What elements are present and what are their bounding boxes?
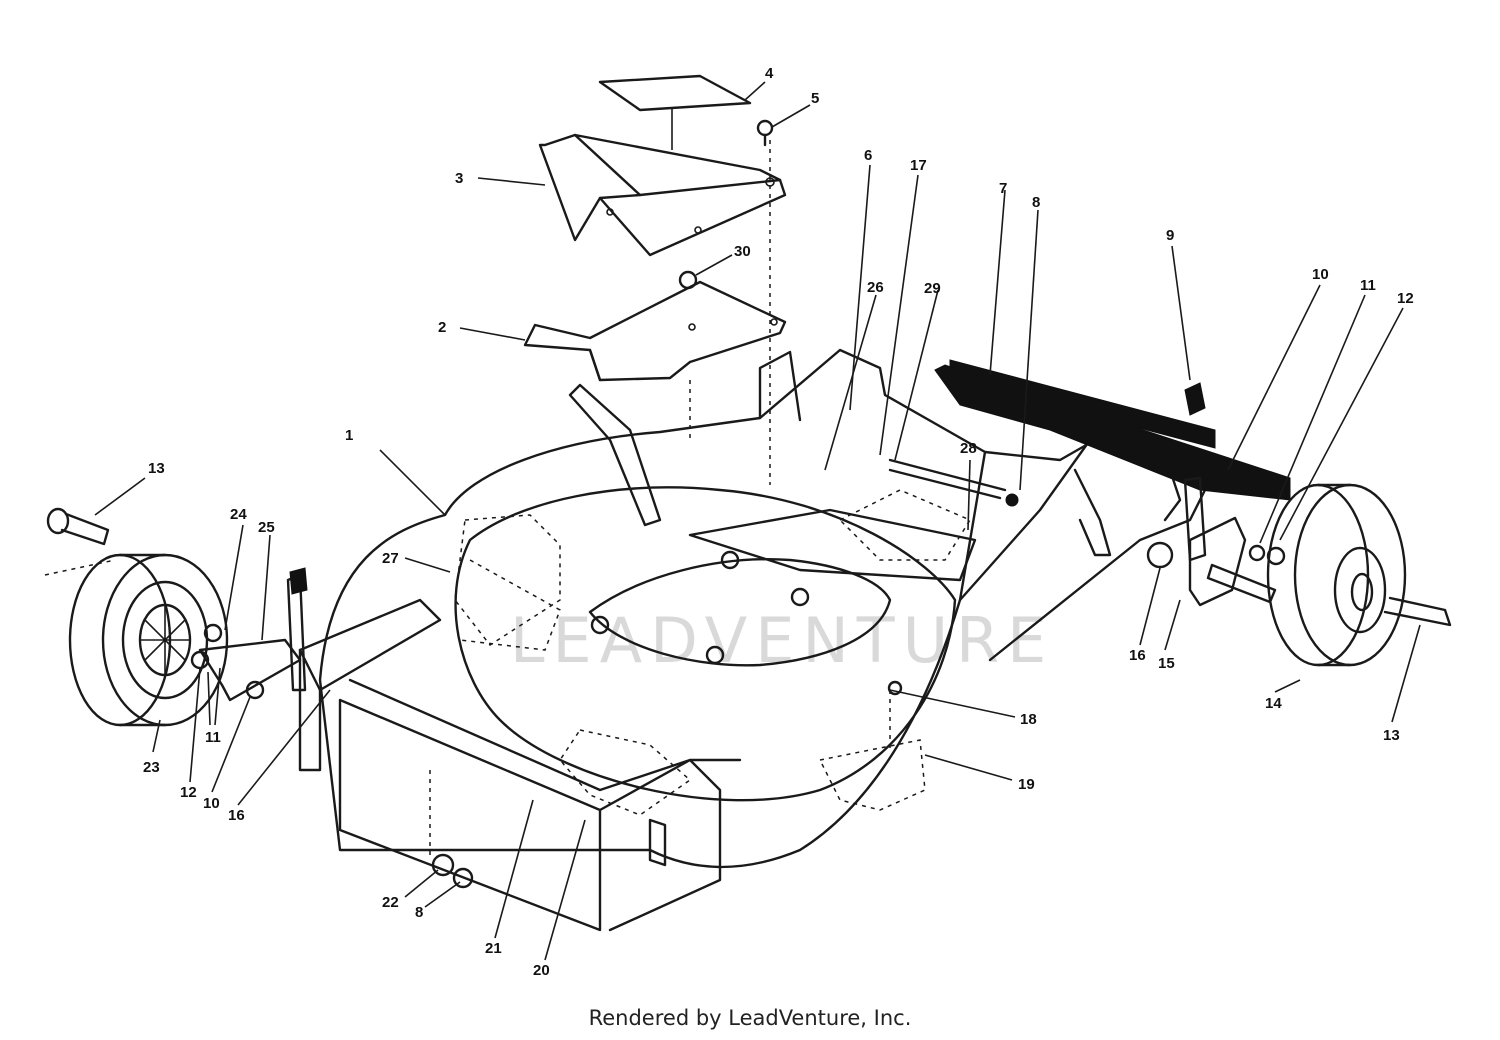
callouts: 1 2 3 4 5 6 7 8 8 9 10 10 11 11 12 12 13… — [143, 65, 1414, 979]
callout-6: 6 — [864, 147, 872, 164]
part-8-nut — [452, 867, 474, 889]
callout-20: 20 — [533, 962, 550, 979]
callout-22: 22 — [382, 894, 399, 911]
right-axle-hardware — [1146, 476, 1452, 627]
callout-11-right: 11 — [1360, 277, 1376, 294]
callout-13-right: 13 — [1383, 727, 1400, 744]
callout-26: 26 — [867, 279, 884, 296]
part-22-washer — [431, 853, 455, 877]
callout-12-right: 12 — [1397, 290, 1414, 307]
footer-credit: Rendered by LeadVenture, Inc. — [588, 1006, 912, 1030]
right-wheel — [1266, 483, 1407, 667]
left-axle-hardware — [190, 567, 308, 702]
part-2-cover — [523, 280, 787, 382]
part-4-decal — [598, 74, 752, 112]
callout-30: 30 — [734, 243, 751, 260]
left-bolt-13 — [46, 507, 110, 546]
callout-4: 4 — [765, 65, 774, 82]
callout-19: 19 — [1018, 776, 1035, 793]
callout-23: 23 — [143, 759, 160, 776]
callout-1: 1 — [345, 427, 353, 444]
callout-8-rear: 8 — [1032, 194, 1040, 211]
callout-7: 7 — [999, 180, 1007, 197]
part-7-rear-bar — [934, 359, 1291, 501]
callout-17: 17 — [910, 157, 927, 174]
callout-29: 29 — [924, 280, 941, 297]
deck-housing — [44, 140, 1217, 932]
callout-27: 27 — [382, 550, 399, 567]
left-wheel — [68, 553, 229, 727]
callout-8-front: 8 — [415, 904, 423, 921]
callout-15: 15 — [1158, 655, 1175, 672]
callout-12-left: 12 — [180, 784, 197, 801]
callout-24: 24 — [230, 506, 247, 523]
callout-9: 9 — [1166, 227, 1174, 244]
callout-3: 3 — [455, 170, 463, 187]
part-3-deflector — [538, 133, 787, 257]
part-9-clip — [1184, 382, 1206, 416]
callout-16-right: 16 — [1129, 647, 1146, 664]
callout-16-left: 16 — [228, 807, 245, 824]
callout-10-left: 10 — [203, 795, 220, 812]
callout-13-left: 13 — [148, 460, 165, 477]
callout-2: 2 — [438, 319, 446, 336]
part-28-rod — [888, 458, 1019, 507]
callout-11-left: 11 — [205, 729, 221, 746]
callout-10-right: 10 — [1312, 266, 1329, 283]
callout-28: 28 — [960, 440, 977, 457]
part-30-nut — [678, 270, 698, 290]
part-5-screw — [756, 119, 774, 147]
leader-lines — [94, 81, 1421, 961]
callout-14: 14 — [1265, 695, 1282, 712]
callout-5: 5 — [811, 90, 819, 107]
callout-21: 21 — [485, 940, 502, 957]
callout-18: 18 — [1020, 711, 1037, 728]
part-18-screw — [887, 680, 903, 696]
callout-25: 25 — [258, 519, 275, 536]
